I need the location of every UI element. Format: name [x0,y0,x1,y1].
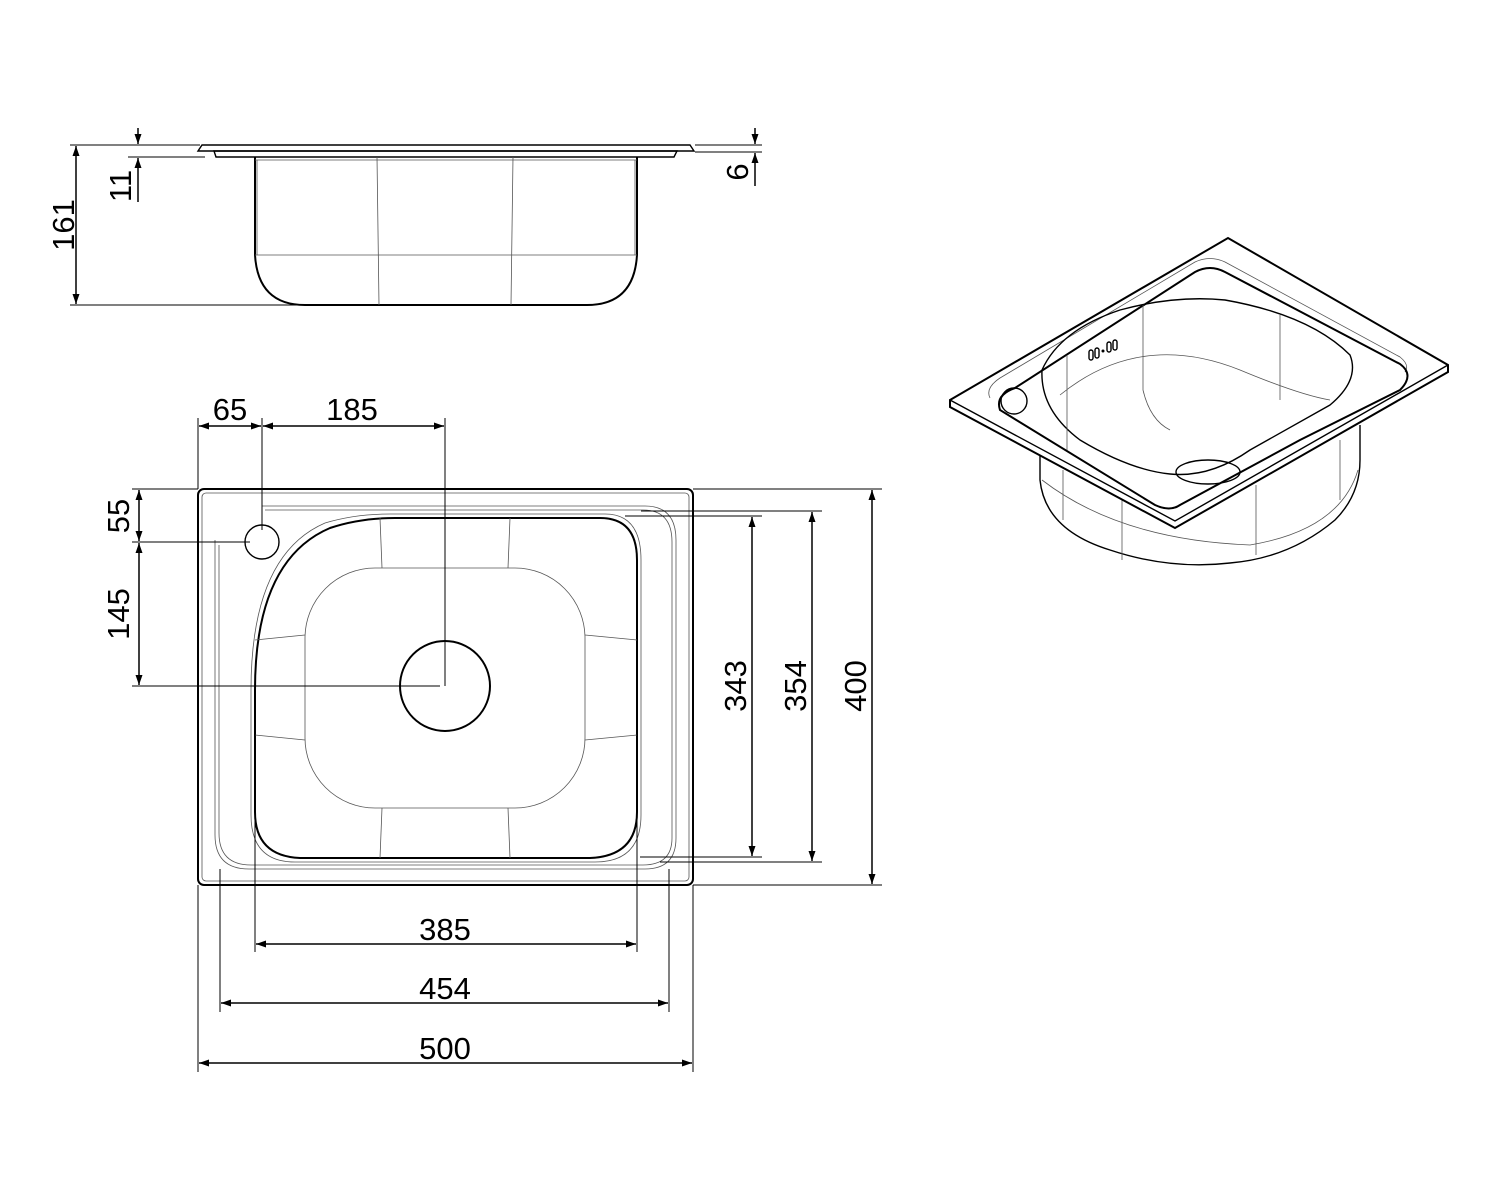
tap-hole [244,524,280,560]
dim-label-6: 6 [720,163,755,180]
side-view: 161 11 6 [46,128,762,306]
iso-flange [949,236,1449,530]
top-view: 65 185 55 145 343 354 400 385 454 500 [101,392,882,1072]
iso-tap-hole [1000,387,1028,415]
iso-bowl-rim [998,267,1409,510]
bowl-outline [254,517,638,859]
dim-label-343: 343 [718,660,753,712]
iso-drain [1175,459,1241,485]
iso-bowl-exterior [1039,425,1361,566]
dim-label-354: 354 [778,660,813,712]
side-flange-lip [213,150,679,158]
dim-label-11: 11 [103,170,138,202]
dim-label-185: 185 [326,392,378,427]
dim-label-500: 500 [419,1031,471,1066]
overflow-slots-icon [1088,339,1118,361]
side-bowl [254,157,638,306]
inner-flange [214,505,677,870]
dim-label-385: 385 [419,912,471,947]
dim-label-400: 400 [838,660,873,712]
dim-label-161: 161 [46,199,81,251]
dim-label-145: 145 [101,588,136,640]
dim-label-65: 65 [213,392,247,427]
isometric-view [949,236,1449,566]
dim-label-55: 55 [101,499,136,533]
dim-label-454: 454 [419,971,471,1006]
side-flange [196,144,696,152]
